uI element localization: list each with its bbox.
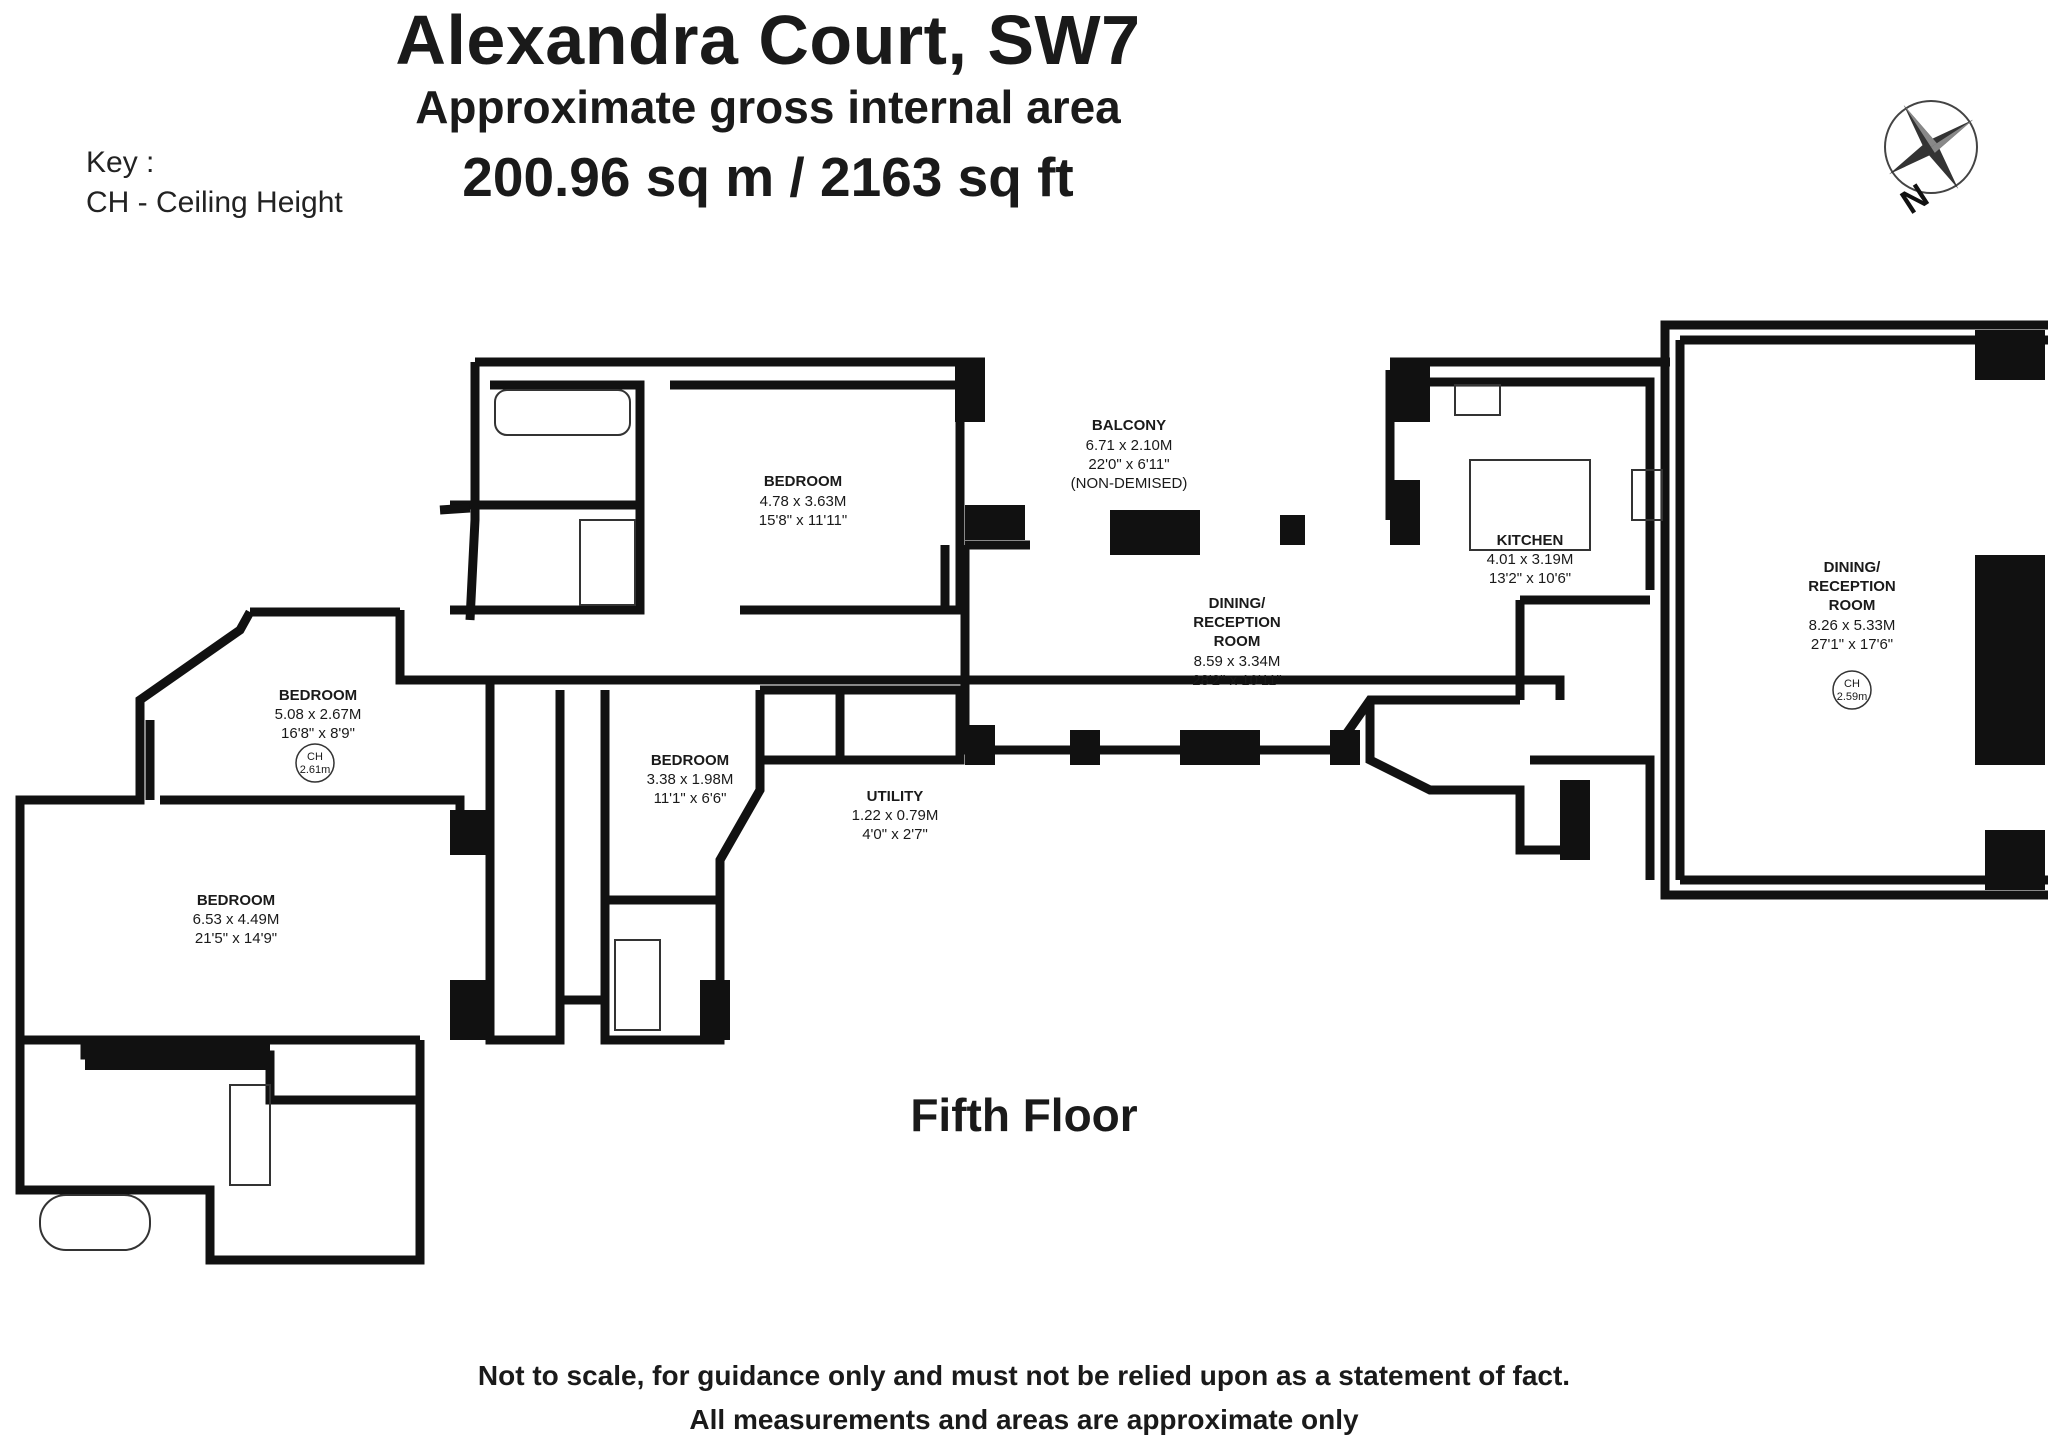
floor-plan-fixtures [39, 384, 1663, 1251]
room-label-bedroom-left-upper: BEDROOM 5.08 x 2.67M 16'8" x 8'9" CH 2.6… [275, 687, 362, 783]
svg-text:5.08 x 2.67M: 5.08 x 2.67M [275, 706, 362, 723]
svg-text:15'8" x 11'11": 15'8" x 11'11" [759, 512, 847, 529]
svg-text:RECEPTION: RECEPTION [1808, 578, 1896, 595]
disclaimer-line-1: Not to scale, for guidance only and must… [477, 1360, 1571, 1391]
svg-text:4.01 x 3.19M: 4.01 x 3.19M [1487, 551, 1574, 568]
svg-text:CH: CH [307, 751, 323, 763]
room-label-bedroom-top: BEDROOM 4.78 x 3.63M 15'8" x 11'11" [759, 473, 847, 529]
svg-text:27'1" x 17'6": 27'1" x 17'6" [1811, 636, 1893, 653]
svg-text:DINING/: DINING/ [1824, 559, 1882, 576]
room-label-bedroom-small: BEDROOM 3.38 x 1.98M 11'1" x 6'6" [647, 752, 734, 807]
floor-label: Fifth Floor [910, 1089, 1138, 1141]
svg-text:28'2" x 10'11": 28'2" x 10'11" [1192, 672, 1282, 689]
svg-text:4'0" x 2'7": 4'0" x 2'7" [862, 826, 928, 843]
compass-icon: N [1884, 100, 1978, 222]
svg-text:21'5" x 14'9": 21'5" x 14'9" [195, 930, 277, 947]
svg-text:BEDROOM: BEDROOM [764, 473, 842, 490]
svg-text:DINING/: DINING/ [1209, 595, 1267, 612]
svg-text:KITCHEN: KITCHEN [1497, 532, 1564, 549]
svg-text:4.78 x 3.63M: 4.78 x 3.63M [760, 493, 847, 510]
area-value: 200.96 sq m / 2163 sq ft [462, 146, 1074, 208]
svg-text:BALCONY: BALCONY [1092, 417, 1166, 434]
svg-text:ROOM: ROOM [1214, 633, 1261, 650]
page-title: Alexandra Court, SW7 [395, 1, 1141, 79]
svg-text:(NON-DEMISED): (NON-DEMISED) [1071, 475, 1188, 492]
svg-text:8.59 x 3.34M: 8.59 x 3.34M [1194, 653, 1281, 670]
area-subtitle: Approximate gross internal area [415, 81, 1121, 133]
svg-text:ROOM: ROOM [1829, 597, 1876, 614]
svg-text:3.38 x 1.98M: 3.38 x 1.98M [647, 771, 734, 788]
room-label-utility: UTILITY 1.22 x 0.79M 4'0" x 2'7" [852, 788, 939, 843]
svg-text:16'8" x 8'9": 16'8" x 8'9" [281, 725, 355, 742]
svg-text:13'2" x 10'6": 13'2" x 10'6" [1489, 570, 1571, 587]
key-heading: Key : [86, 146, 155, 179]
svg-text:CH: CH [1844, 678, 1860, 690]
key-entry: CH - Ceiling Height [86, 186, 343, 219]
room-label-balcony: BALCONY 6.71 x 2.10M 22'0" x 6'11" (NON-… [1071, 417, 1188, 492]
svg-text:BEDROOM: BEDROOM [197, 892, 275, 909]
svg-text:2.61m: 2.61m [300, 764, 331, 776]
disclaimer-line-2: All measurements and areas are approxima… [689, 1404, 1359, 1435]
floor-plan-pillars [85, 330, 2045, 1070]
room-label-dining-reception-center: DINING/ RECEPTION ROOM 8.59 x 3.34M 28'2… [1192, 595, 1282, 689]
svg-text:6.71 x 2.10M: 6.71 x 2.10M [1086, 437, 1173, 454]
svg-text:BEDROOM: BEDROOM [279, 687, 357, 704]
svg-text:22'0" x 6'11": 22'0" x 6'11" [1088, 456, 1169, 473]
svg-text:BEDROOM: BEDROOM [651, 752, 729, 769]
svg-text:UTILITY: UTILITY [867, 788, 924, 805]
svg-text:RECEPTION: RECEPTION [1193, 614, 1281, 631]
svg-text:11'1" x 6'6": 11'1" x 6'6" [654, 790, 727, 807]
svg-text:8.26 x 5.33M: 8.26 x 5.33M [1809, 617, 1896, 634]
svg-text:2.59m: 2.59m [1837, 691, 1868, 703]
svg-text:6.53 x 4.49M: 6.53 x 4.49M [193, 911, 280, 928]
room-label-dining-reception-right: DINING/ RECEPTION ROOM 8.26 x 5.33M 27'1… [1808, 559, 1896, 710]
svg-text:1.22 x 0.79M: 1.22 x 0.79M [852, 807, 939, 824]
room-label-kitchen: KITCHEN 4.01 x 3.19M 13'2" x 10'6" [1487, 532, 1574, 587]
room-label-bedroom-left-lower: BEDROOM 6.53 x 4.49M 21'5" x 14'9" [193, 892, 280, 947]
